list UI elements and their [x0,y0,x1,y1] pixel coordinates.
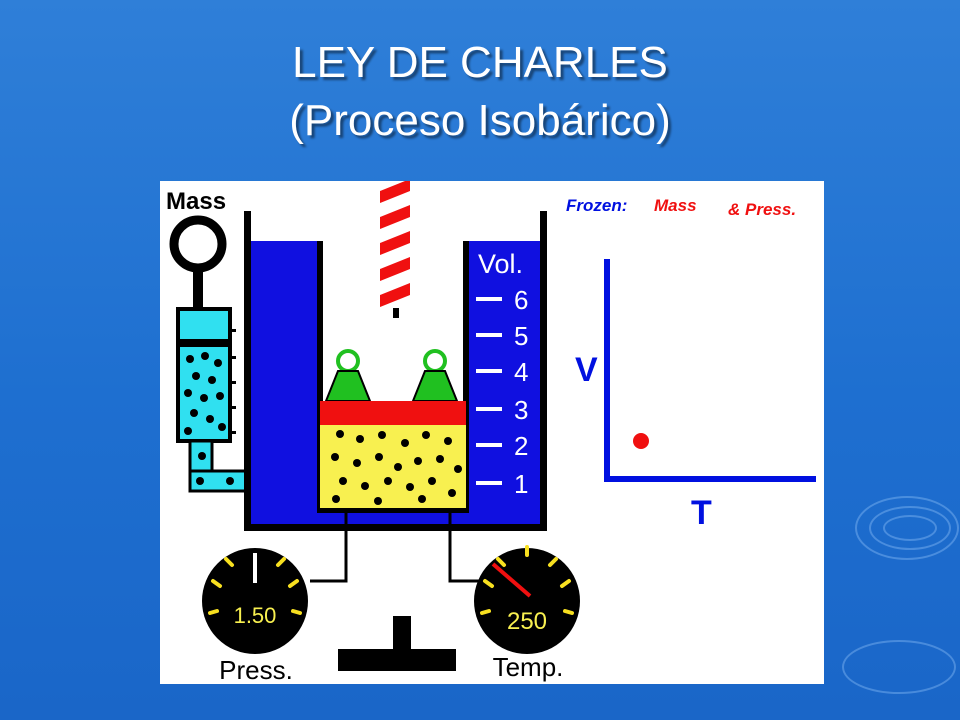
graph-x-axis [604,476,816,482]
piston-weights [324,349,459,402]
volume-tick-label: 3 [514,395,528,425]
gas-cylinder [317,401,469,513]
volume-scale: 6 5 4 3 2 1 [476,285,528,499]
volume-tick-label: 2 [514,431,528,461]
temperature-value: 250 [507,608,547,635]
volume-tick-label: 4 [514,357,528,387]
vt-graph: V T [575,259,816,532]
volume-tick-label: 5 [514,321,528,351]
pressure-value: 1.50 [234,603,277,628]
graph-x-label: T [691,494,712,532]
mass-knob-icon [169,215,227,273]
pressure-gauge: 1.50 Press. [202,548,308,684]
syringe-rod [193,267,203,313]
volume-label: Vol. [478,249,523,279]
burner-stand [338,616,456,671]
temperature-gauge: 250 Temp. [474,545,580,682]
frozen-press: & Press. [728,200,796,219]
graph-y-label: V [575,351,598,389]
title-line-1: LEY DE CHARLES [292,38,668,87]
temperature-label: Temp. [493,652,564,682]
frozen-label: Frozen: [566,196,627,215]
heating-rod [380,181,410,318]
mass-label: Mass [166,188,226,215]
charles-law-diagram: Mass [160,181,824,684]
state-point [633,433,649,449]
diagram-svg: Mass [166,181,816,684]
frozen-mass: Mass [654,196,697,215]
water-bath [244,211,547,531]
graph-y-axis [604,259,610,481]
temperature-needle [491,562,532,598]
volume-tick-label: 1 [514,469,528,499]
gauge-lines [310,511,480,583]
syringe [176,307,236,443]
title-line-2: (Proceso Isobárico) [289,96,671,145]
pressure-label: Press. [219,655,293,684]
volume-tick-label: 6 [514,285,528,315]
slide-title: LEY DE CHARLES (Proceso Isobárico) [0,34,960,150]
